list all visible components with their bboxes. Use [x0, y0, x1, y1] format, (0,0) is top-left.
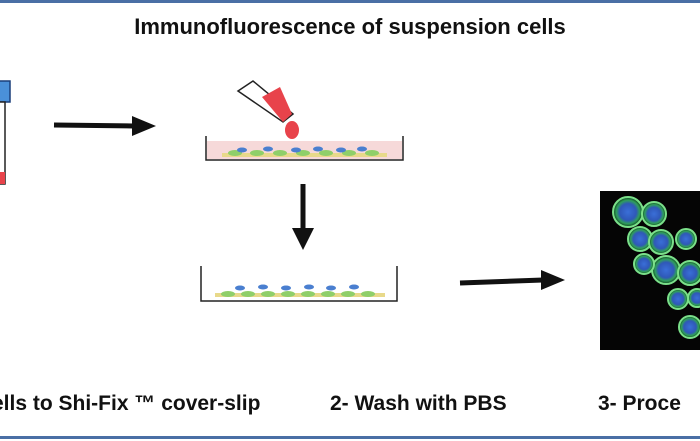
- step-2-label: 2- Wash with PBS: [330, 392, 507, 415]
- diagram-title: Immunofluorescence of suspension cells: [134, 14, 566, 39]
- bottom-border: [0, 436, 700, 439]
- arrow-right-2: [459, 270, 565, 290]
- dish-with-medium-icon: [205, 136, 404, 161]
- pipette-icon: [236, 80, 299, 139]
- step-3-label: 3- Proce: [598, 392, 681, 415]
- arrow-down: [292, 184, 314, 250]
- tube-icon: [0, 80, 11, 185]
- arrow-right-1: [53, 116, 156, 136]
- step-1-label: ells to Shi-Fix ™ cover-slip: [0, 392, 261, 415]
- washed-dish-icon: [200, 266, 398, 302]
- fluorescence-micrograph: [600, 191, 700, 350]
- top-border: [0, 0, 700, 3]
